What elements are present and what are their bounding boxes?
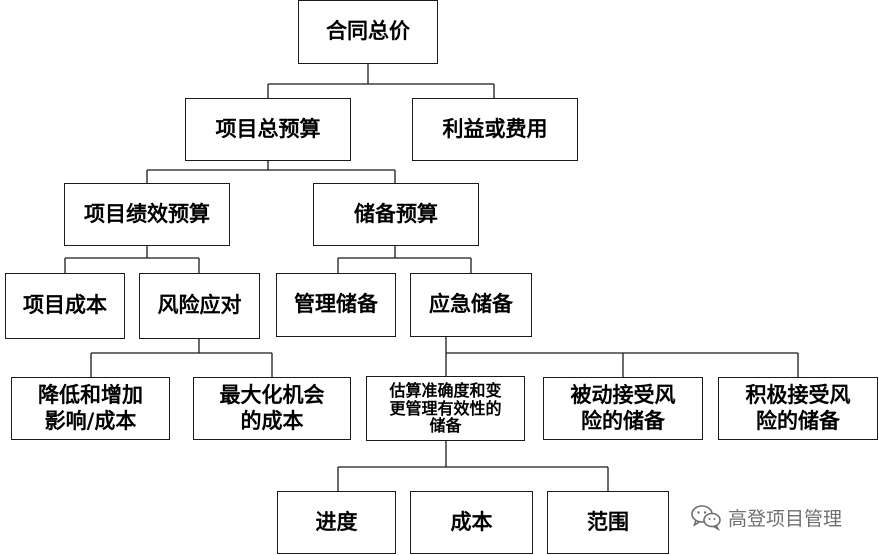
node-passive-acceptance-reserve: 被动接受风 险的储备: [543, 377, 703, 440]
connector-reserve-budget: [337, 246, 472, 273]
watermark-text: 高登项目管理: [728, 507, 843, 530]
node-estimate-accuracy-reserve: 估算准确度和变 更管理有效性的 储备: [366, 376, 525, 441]
node-project-cost: 项目成本: [5, 273, 125, 339]
watermark: 高登项目管理: [690, 500, 842, 534]
node-reserve-budget: 储备预算: [313, 183, 479, 246]
connector-estimate-reserve: [337, 441, 609, 491]
connector-project-total-budget: [146, 161, 396, 183]
node-contract-total-price: 合同总价: [298, 0, 438, 64]
node-project-total-budget: 项目总预算: [185, 98, 351, 161]
node-scope: 范围: [547, 491, 669, 554]
node-management-reserve: 管理储备: [276, 273, 396, 337]
node-schedule: 进度: [277, 491, 396, 554]
node-project-performance-budget: 项目绩效预算: [64, 183, 230, 246]
node-risk-response: 风险应对: [139, 273, 260, 339]
node-maximize-opportunity-cost: 最大化机会 的成本: [193, 377, 351, 440]
node-profit-or-fee: 利益或费用: [412, 98, 578, 161]
node-active-acceptance-reserve: 积极接受风 险的储备: [718, 377, 878, 440]
connector-performance-budget: [64, 246, 200, 273]
connector-root: [267, 64, 495, 98]
node-reduce-impact-cost: 降低和增加 影响/成本: [11, 377, 170, 440]
connector-contingency-reserve: [445, 337, 799, 377]
wechat-icon: [691, 505, 721, 531]
connector-risk-response: [90, 339, 273, 377]
node-contingency-reserve: 应急储备: [410, 273, 532, 337]
node-cost: 成本: [410, 491, 533, 554]
